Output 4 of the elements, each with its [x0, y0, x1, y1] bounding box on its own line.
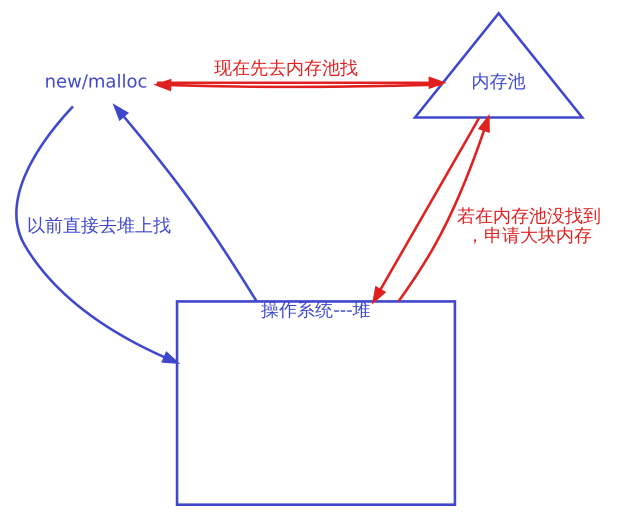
edge-label: 若在内存池没找到，申请大块内存	[456, 206, 601, 246]
edge-label: 现在先去内存池找	[214, 58, 358, 80]
node-text: new/malloc	[44, 72, 148, 93]
edge-label: 以前直接去堆上找	[27, 216, 172, 237]
